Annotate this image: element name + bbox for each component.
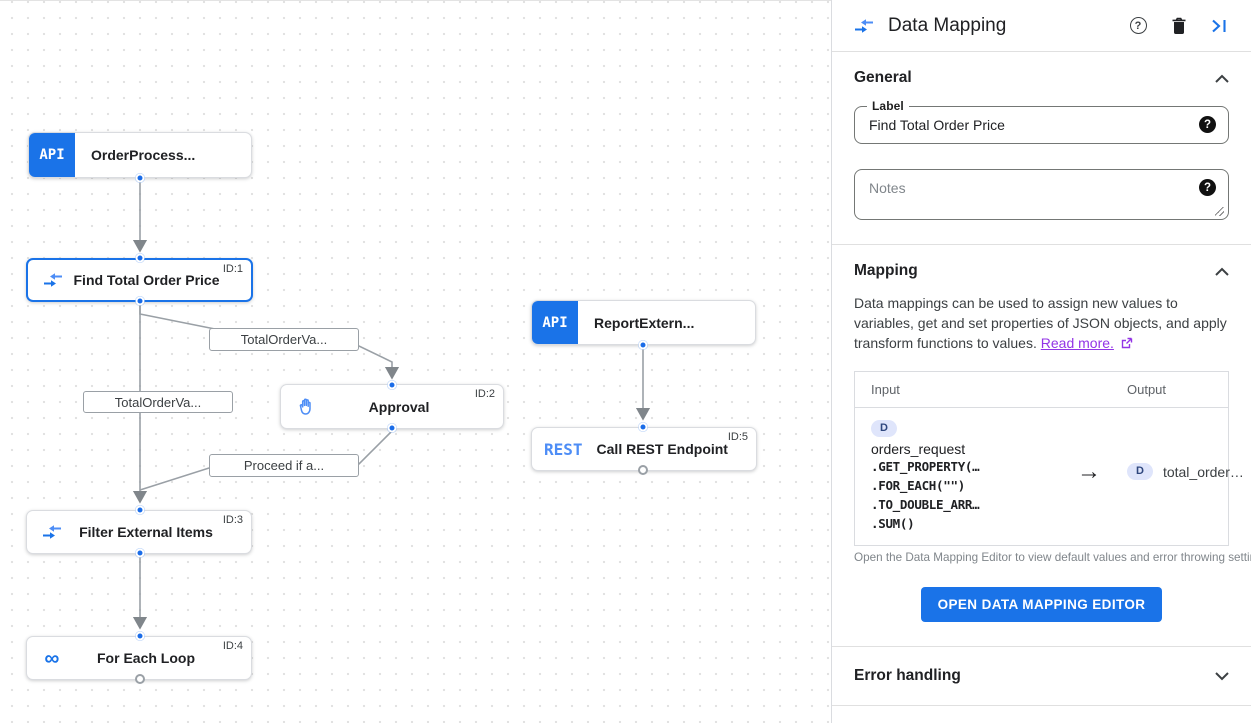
general-section: General Label ? ? [832, 52, 1251, 245]
panel-title: Data Mapping [888, 14, 1007, 36]
node-report-extern-trigger[interactable]: API ReportExtern... [531, 300, 756, 345]
help-button[interactable]: ? [1127, 15, 1149, 37]
edge-label-total-order-to-filter[interactable]: TotalOrderVa... [83, 391, 233, 413]
node-call-rest-endpoint[interactable]: ID:5 REST Call REST Endpoint [531, 427, 757, 471]
notes-help-icon[interactable]: ? [1199, 179, 1216, 196]
node-id-label: ID:1 [222, 263, 243, 275]
trash-icon [1172, 17, 1186, 34]
mapping-heading: Mapping [854, 262, 918, 279]
edge-connectors [132, 181, 651, 630]
panel-header: Data Mapping ? [832, 0, 1251, 52]
mapping-input-cell: D orders_request .GET_PROPERTY(… .FOR_EA… [871, 418, 1051, 533]
data-mapping-icon [42, 272, 64, 288]
read-more-link[interactable]: Read more. [1040, 335, 1114, 351]
mapping-description: Data mappings can be used to assign new … [854, 293, 1229, 354]
mapping-section-toggle[interactable]: Mapping [854, 262, 1229, 280]
label-input[interactable] [855, 107, 1228, 143]
connection-point[interactable] [638, 422, 648, 432]
connection-point[interactable] [135, 253, 145, 263]
notes-field-wrap: ? [854, 169, 1229, 220]
node-label: For Each Loop [97, 650, 195, 666]
chevron-up-icon [1215, 267, 1229, 276]
connection-point[interactable] [638, 340, 648, 350]
config-panel: Data Mapping ? [831, 0, 1251, 723]
connection-point-empty[interactable] [135, 674, 145, 684]
node-id-label: ID:3 [222, 514, 243, 526]
notes-textarea[interactable] [855, 170, 1228, 214]
transform-functions: .GET_PROPERTY(… .FOR_EACH("") .TO_DOUBLE… [871, 459, 980, 531]
collapse-panel-button[interactable] [1209, 15, 1231, 37]
connection-point[interactable] [135, 173, 145, 183]
resize-handle[interactable] [1215, 207, 1224, 216]
connection-point[interactable] [135, 505, 145, 515]
node-id-label: ID:4 [222, 640, 243, 652]
api-trigger-badge: API [29, 133, 75, 177]
input-variable-name: orders_request [871, 441, 966, 457]
node-filter-external-items[interactable]: ID:3 Filter External Items [26, 510, 252, 554]
connection-point-empty[interactable] [638, 465, 648, 475]
mapping-section: Mapping Data mappings can be used to ass… [832, 245, 1251, 647]
connection-point[interactable] [135, 548, 145, 558]
node-label: OrderProcess... [91, 147, 196, 163]
infinity-icon: ∞ [44, 646, 60, 670]
mapping-arrow-icon: → [1077, 457, 1101, 485]
help-icon: ? [1129, 17, 1147, 34]
workflow-canvas[interactable]: API OrderProcess... ID:1 Find Total Orde… [0, 0, 831, 723]
node-label: Approval [368, 398, 430, 415]
node-label: Filter External Items [79, 524, 213, 540]
hand-icon [295, 397, 317, 417]
node-id-label: ID:5 [727, 431, 748, 443]
chevron-up-icon [1215, 74, 1229, 83]
rest-badge: REST [544, 439, 583, 459]
label-field-caption: Label [867, 99, 909, 113]
connection-point[interactable] [387, 423, 397, 433]
node-id-label: ID:2 [474, 388, 495, 400]
external-link-icon [1121, 334, 1133, 354]
data-type-chip: D [1127, 463, 1153, 480]
mapping-output-cell: D total_order… [1127, 463, 1244, 488]
label-help-icon[interactable]: ? [1199, 116, 1216, 133]
collapse-right-icon [1212, 19, 1226, 32]
node-approval[interactable]: ID:2 Approval [280, 384, 504, 429]
open-data-mapping-editor-button[interactable]: OPEN DATA MAPPING EDITOR [920, 587, 1163, 622]
node-find-total-order-price[interactable]: ID:1 Find Total Order Price [26, 258, 253, 302]
data-mapping-icon [854, 18, 874, 34]
connection-point[interactable] [387, 380, 397, 390]
output-column-header: Output [1127, 382, 1167, 397]
api-trigger-badge: API [532, 301, 578, 344]
mapping-editor-hint: Open the Data Mapping Editor to view def… [854, 551, 1251, 564]
mapping-table-header: Input Output [855, 372, 1228, 408]
delete-task-button[interactable] [1168, 15, 1190, 37]
data-type-chip: D [871, 420, 897, 437]
label-field-wrap: Label ? [854, 99, 1229, 144]
error-handling-section-toggle[interactable]: Error handling [854, 667, 1229, 685]
connection-point[interactable] [135, 631, 145, 641]
general-heading: General [854, 69, 912, 86]
mapping-table-row[interactable]: D orders_request .GET_PROPERTY(… .FOR_EA… [855, 408, 1244, 545]
output-variable-name: total_order… [1162, 463, 1244, 480]
error-handling-section: Error handling [832, 647, 1251, 706]
node-order-process-trigger[interactable]: API OrderProcess... [28, 132, 252, 178]
chevron-down-icon [1215, 671, 1229, 680]
data-mapping-icon [41, 524, 63, 540]
connection-point[interactable] [135, 296, 145, 306]
edge-label-total-order-to-approval[interactable]: TotalOrderVa... [209, 328, 359, 351]
input-column-header: Input [871, 382, 900, 397]
node-label: ReportExtern... [594, 314, 695, 331]
edge-label-proceed-if-approved[interactable]: Proceed if a... [209, 454, 359, 477]
error-handling-heading: Error handling [854, 667, 961, 684]
general-section-toggle[interactable]: General [854, 69, 1229, 87]
node-label: Call REST Endpoint [596, 441, 728, 457]
mapping-table: Input Output D orders_request .GET_PROPE… [854, 371, 1244, 546]
node-label: Find Total Order Price [73, 272, 220, 288]
